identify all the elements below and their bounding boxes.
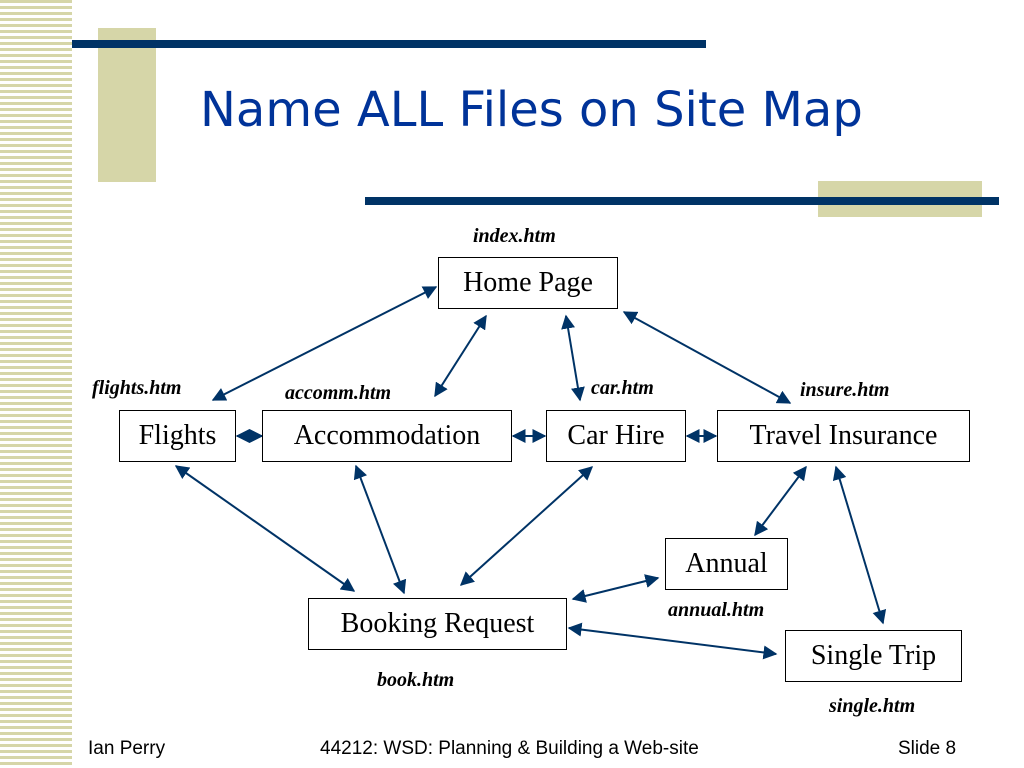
file-label-car-hire: car.htm	[591, 377, 654, 399]
node-accommodation: Accommodation	[262, 410, 512, 462]
node-flights: Flights	[119, 410, 236, 462]
node-annual: Annual	[665, 538, 788, 590]
top-accent-block	[98, 28, 156, 182]
node-single-trip: Single Trip	[785, 630, 962, 682]
file-label-flights: flights.htm	[92, 377, 182, 399]
footer-author: Ian Perry	[88, 738, 166, 759]
file-label-home: index.htm	[473, 225, 556, 247]
link-booking-annual	[571, 574, 660, 603]
file-label-booking-request: book.htm	[377, 669, 455, 691]
footer-slide-number: Slide 8	[898, 738, 957, 759]
link-insurance-annual	[754, 465, 807, 537]
link-flights-booking	[174, 465, 356, 592]
mid-accent-bar	[365, 197, 999, 205]
footer-course: 44212: WSD: Planning & Building a Web-si…	[320, 738, 699, 759]
link-home-flights	[211, 286, 438, 401]
node-home-page: Home Page	[438, 257, 618, 309]
slide-title: Name ALL Files on Site Map	[200, 82, 863, 138]
node-car-hire: Car Hire	[546, 410, 686, 462]
node-travel-insurance: Travel Insurance	[717, 410, 970, 462]
top-accent-bar	[72, 40, 706, 48]
left-stripe-decoration	[0, 0, 72, 768]
link-booking-single-trip	[567, 622, 778, 660]
link-home-insurance	[622, 311, 792, 404]
link-car-hire-booking	[459, 466, 594, 586]
file-label-annual: annual.htm	[668, 599, 765, 621]
link-accommodation-booking	[353, 464, 407, 595]
node-booking-request: Booking Request	[308, 598, 567, 650]
link-home-car-hire	[561, 314, 585, 402]
file-label-travel-insurance: insure.htm	[800, 379, 890, 401]
link-home-accommodation	[434, 314, 487, 398]
link-insurance-single-trip	[832, 465, 887, 625]
file-label-single-trip: single.htm	[829, 695, 916, 717]
file-label-accommodation: accomm.htm	[285, 382, 392, 404]
